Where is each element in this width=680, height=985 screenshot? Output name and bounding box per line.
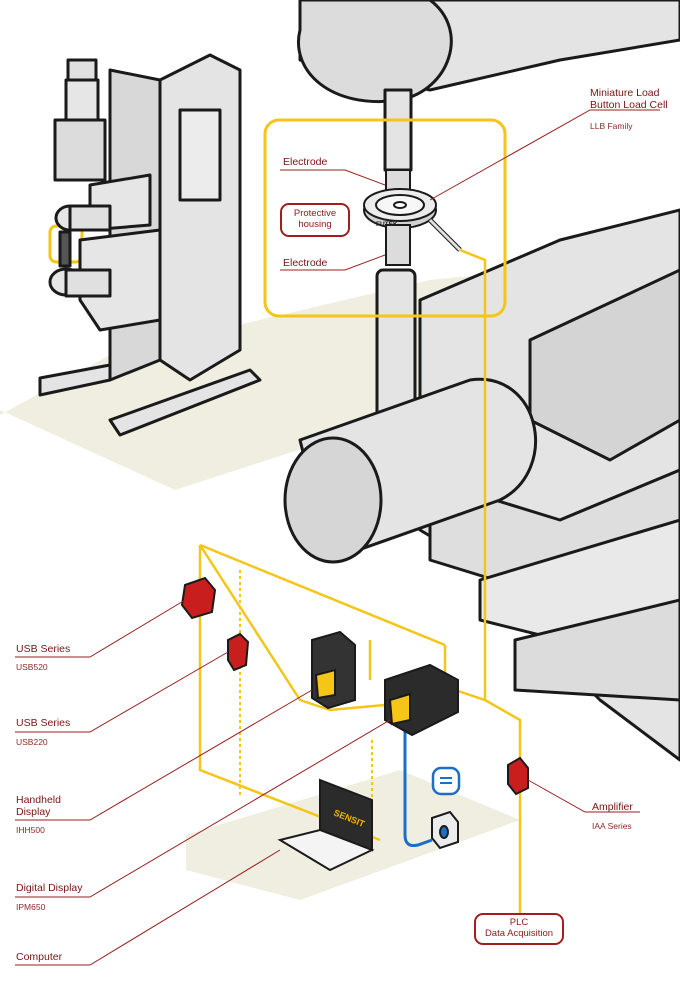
large-welder-icon [283, 0, 680, 762]
amplifier-label: Amplifier [592, 801, 633, 813]
detail-frame [263, 118, 507, 318]
cell-brand: FUTEK [376, 221, 398, 228]
usb520-label: USB Series [16, 643, 71, 655]
electrode-top-label: Electrode [283, 156, 328, 168]
sensor-icon [431, 810, 459, 850]
spot-welder-icon [38, 53, 262, 437]
bluetooth-icon [431, 766, 461, 796]
load-cell-title: Miniature Load Button Load Cell [590, 87, 668, 112]
plc-callout: PLC Data Acquisition [474, 913, 564, 945]
electrode-bottom-label: Electrode [283, 257, 328, 269]
laptop-icon [277, 778, 375, 872]
load-cell-family: LLB Family [590, 121, 633, 131]
usb220-label: USB Series [16, 717, 71, 729]
digital-display-label: Digital Display [16, 882, 83, 894]
usb520-model: USB520 [16, 662, 48, 672]
wireless-links [239, 570, 373, 800]
handheld-display-icon [311, 630, 356, 710]
leader-lines [15, 109, 660, 966]
digital-display-icon [384, 663, 459, 737]
load-cell-icon [363, 169, 462, 266]
computer-label: Computer [16, 951, 63, 963]
handheld-label: Handheld Display [16, 794, 61, 819]
blue-cable [403, 730, 433, 847]
amplifier-model: IAA Series [592, 821, 632, 831]
usb-device-icon [180, 576, 250, 672]
digital-display-model: IPM650 [16, 902, 46, 912]
handheld-model: IHH500 [16, 825, 45, 835]
protective-housing-callout: Protective housing [280, 203, 350, 237]
amplifier-icon [507, 756, 529, 796]
usb220-model: USB220 [16, 737, 48, 747]
